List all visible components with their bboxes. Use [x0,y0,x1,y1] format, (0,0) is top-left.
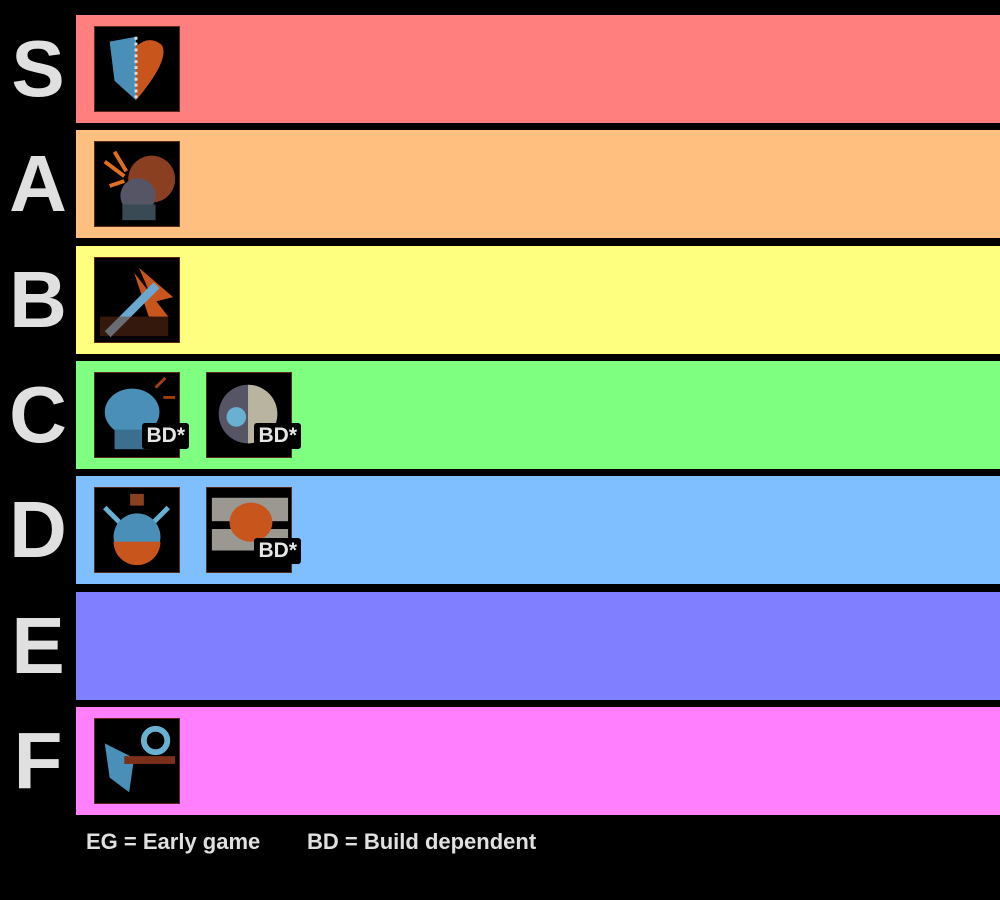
tier-item[interactable] [94,257,180,343]
tier-item[interactable] [94,718,180,804]
build-dependent-badge: BD* [142,423,189,449]
sword-feathers-icon [99,267,174,338]
tier-item[interactable]: BD* [206,487,301,573]
tier-label: F [13,716,63,805]
tier-band[interactable]: BD* BD* [76,361,1000,469]
tier-row-e: E [0,592,1000,700]
tier-item[interactable] [94,26,180,112]
tier-row-s: S [0,15,1000,123]
legend-build-dependent: BD = Build dependent [307,829,537,854]
tier-label: E [11,601,65,690]
bomb-burst-icon [103,150,176,221]
tier-row-c: C BD* BD* [0,361,1000,469]
tier-band[interactable] [76,246,1000,354]
tier-band[interactable] [76,130,1000,238]
tier-band[interactable] [76,592,1000,700]
tier-item[interactable] [94,141,180,227]
tier-band[interactable]: BD* [76,476,1000,584]
tier-row-f: F [0,707,1000,815]
tier-row-b: B [0,246,1000,354]
tier-label: B [9,255,67,344]
tier-band[interactable] [76,707,1000,815]
tier-label: A [9,139,67,228]
tier-item[interactable]: BD* [206,372,301,458]
potion-swords-icon [103,493,170,566]
chain-gauntlet-icon [104,725,176,793]
tier-label: C [9,370,67,459]
heart-shield-icon [109,36,164,101]
legend-early-game: EG = Early game [86,829,261,854]
tier-row-d: D BD* [0,476,1000,584]
tier-row-a: A [0,130,1000,238]
build-dependent-badge: BD* [254,423,301,449]
tier-item[interactable] [94,487,180,573]
tier-label: S [11,24,65,113]
tier-item[interactable]: BD* [94,372,189,458]
tier-band[interactable] [76,15,1000,123]
tier-label: D [9,485,67,574]
build-dependent-badge: BD* [254,538,301,564]
